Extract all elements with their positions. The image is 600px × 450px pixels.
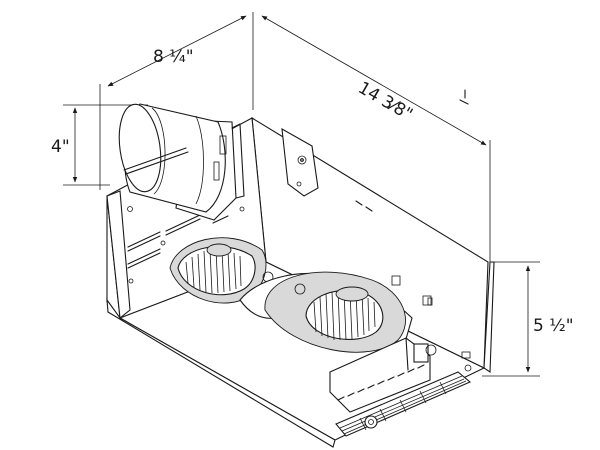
mounting-bracket [281,127,319,197]
vent-slots [337,364,425,401]
dimension-lines [63,12,540,377]
mounting-slots [127,193,245,284]
width-dimension-label: 8 ¼" [153,47,194,67]
bottom-grille [335,371,472,437]
length-dimension-label: 14 3⁄8" [355,78,416,125]
motor-assembly [329,337,472,413]
length-dimension-line [261,15,487,146]
duct-collar [118,103,245,221]
depth-dimension-label: 5 ½" [533,316,574,336]
blower-wheel-left [169,237,274,304]
width-dimension-line [107,15,247,87]
duct-height-dimension-label: 4" [51,137,70,157]
duct-opening [118,103,162,193]
front-lip [106,298,336,448]
blower-wheel-right [264,271,406,353]
